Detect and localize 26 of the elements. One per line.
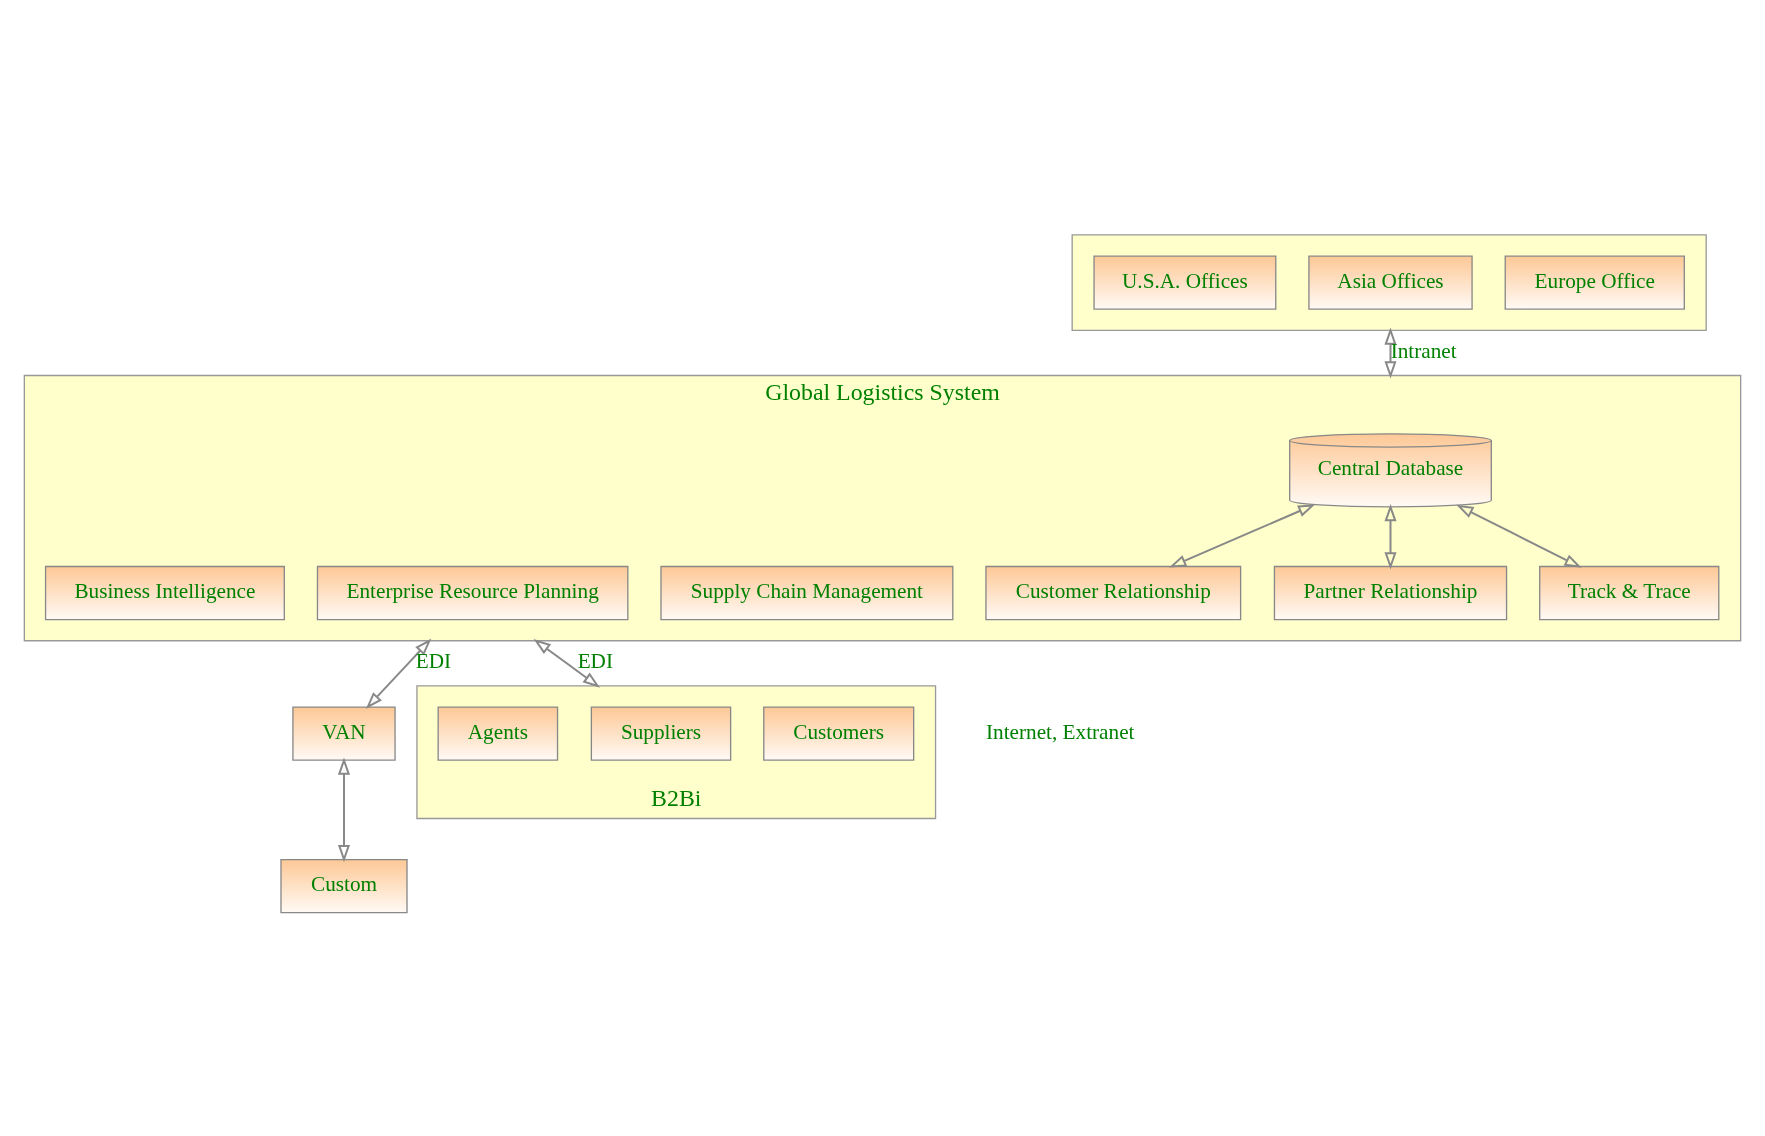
arrow: [1384, 326, 1397, 379]
label: Internet, Extranet: [986, 719, 1135, 744]
node-box: Enterprise Resource Planning: [316, 565, 629, 620]
arrow: [1456, 504, 1582, 568]
node-box: Partner Relationship: [1273, 565, 1508, 620]
node-box: Track & Trace: [1539, 565, 1720, 620]
cluster: [1071, 233, 1707, 331]
node-box: Custom: [280, 858, 408, 913]
edge-label: EDI: [415, 648, 452, 673]
arrow: [1169, 503, 1316, 568]
arrow: [337, 756, 351, 862]
node-box: Customer Relationship: [985, 565, 1242, 620]
edge-label: EDI: [577, 648, 614, 673]
arrow: [365, 638, 432, 709]
node-box: Supply Chain Management: [660, 565, 954, 620]
arrow: [1384, 503, 1397, 569]
node-box: Agents: [437, 705, 559, 761]
edge-label: Intranet: [1390, 338, 1457, 363]
node-box: Suppliers: [590, 705, 732, 761]
node-box: U.S.A. Offices: [1093, 254, 1277, 310]
node-box: Customers: [763, 705, 915, 761]
node-box: Business Intelligence: [44, 565, 285, 620]
node-box: Asia Offices: [1308, 254, 1473, 310]
arrow: [533, 638, 601, 688]
node-box: Europe Office: [1504, 254, 1685, 310]
node-box: VAN: [292, 705, 396, 761]
